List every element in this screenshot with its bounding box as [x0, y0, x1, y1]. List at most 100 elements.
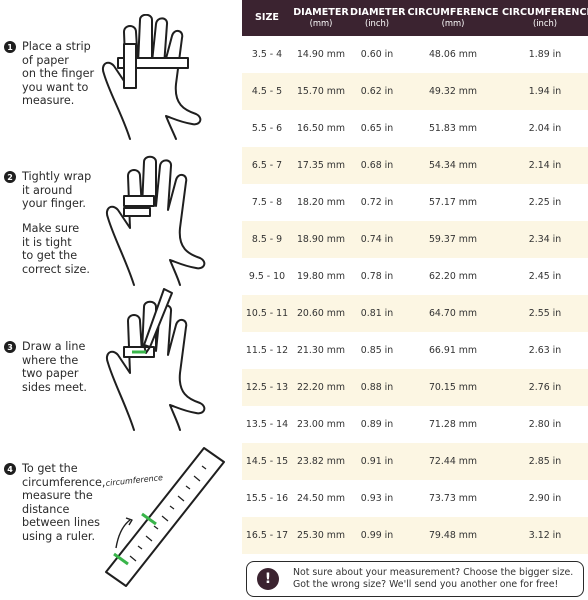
table-cell: 0.62 in	[360, 86, 394, 97]
table-row: 3.5 - 4 14.90 mm 0.60 in 48.06 mm 1.89 in	[242, 36, 588, 73]
table-cell: 14.90 mm	[296, 49, 346, 60]
table-cell: 2.90 in	[528, 493, 562, 504]
step-text: To get the circumference, measure the di…	[22, 462, 106, 543]
table-cell: 0.60 in	[360, 49, 394, 60]
hand-wrapped-finger-icon	[106, 155, 206, 286]
table-cell: 54.34 mm	[428, 160, 478, 171]
table-cell: 2.34 in	[528, 234, 562, 245]
table-cell: 2.04 in	[528, 123, 562, 134]
table-cell: 0.72 in	[360, 197, 394, 208]
step-text-secondary: Make sure it is tight to get the correct…	[22, 222, 90, 276]
table-cell: 71.28 mm	[428, 419, 478, 430]
table-cell: 18.90 mm	[296, 234, 346, 245]
ruler-icon: circumference	[105, 447, 225, 587]
table-cell: 2.63 in	[528, 345, 562, 356]
table-cell: 6.5 - 7	[251, 160, 283, 171]
table-cell: 3.12 in	[528, 530, 562, 541]
table-cell: 16.50 mm	[296, 123, 346, 134]
sizing-note: ! Not sure about your measurement? Choos…	[246, 561, 584, 597]
table-cell: 0.89 in	[360, 419, 394, 430]
table-cell: 51.83 mm	[428, 123, 478, 134]
note-line-1: Not sure about your measurement? Choose …	[293, 567, 574, 578]
table-cell: 0.78 in	[360, 271, 394, 282]
table-cell: 0.85 in	[360, 345, 394, 356]
table-row: 5.5 - 6 16.50 mm 0.65 in 51.83 mm 2.04 in	[242, 110, 588, 147]
table-row: 7.5 - 8 18.20 mm 0.72 in 57.17 mm 2.25 in	[242, 184, 588, 221]
table-cell: 62.20 mm	[428, 271, 478, 282]
table-cell: 19.80 mm	[296, 271, 346, 282]
table-cell: 16.5 - 17	[245, 530, 289, 541]
header-diameter-inch: DIAMETER (inch)	[350, 7, 406, 29]
table-cell: 2.85 in	[528, 456, 562, 467]
table-cell: 24.50 mm	[296, 493, 346, 504]
hand-marking-line-icon	[106, 288, 206, 431]
table-cell: 0.88 in	[360, 382, 394, 393]
step-number: 3	[4, 341, 16, 353]
table-cell: 2.45 in	[528, 271, 562, 282]
table-cell: 18.20 mm	[296, 197, 346, 208]
step-number: 2	[4, 171, 16, 183]
table-cell: 22.20 mm	[296, 382, 346, 393]
header-circumference-mm: CIRCUMFERENCE (mm)	[407, 7, 499, 29]
note-line-2: Got the wrong size? We'll send you anoth…	[293, 579, 559, 590]
table-cell: 0.81 in	[360, 308, 394, 319]
hand-paper-strip-icon	[102, 14, 202, 140]
step-number: 4	[4, 463, 16, 475]
table-cell: 15.5 - 16	[245, 493, 289, 504]
step-text: Tightly wrap it around your finger.	[22, 170, 92, 211]
table-cell: 2.76 in	[528, 382, 562, 393]
table-cell: 0.68 in	[360, 160, 394, 171]
table-cell: 20.60 mm	[296, 308, 346, 319]
table-cell: 48.06 mm	[428, 49, 478, 60]
table-cell: 0.99 in	[360, 530, 394, 541]
table-cell: 0.65 in	[360, 123, 394, 134]
table-cell: 13.5 - 14	[245, 419, 289, 430]
header-circumference-inch: CIRCUMFERENCE (inch)	[502, 7, 588, 29]
table-cell: 12.5 - 13	[245, 382, 289, 393]
table-cell: 49.32 mm	[428, 86, 478, 97]
exclamation-icon: !	[257, 568, 279, 590]
table-cell: 8.5 - 9	[251, 234, 283, 245]
instructions-column: 1 Place a strip of paper on the finger y…	[0, 0, 242, 600]
table-cell: 5.5 - 6	[251, 123, 283, 134]
table-cell: 2.55 in	[528, 308, 562, 319]
table-row: 9.5 - 10 19.80 mm 0.78 in 62.20 mm 2.45 in	[242, 258, 588, 295]
table-cell: 25.30 mm	[296, 530, 346, 541]
table-cell: 9.5 - 10	[248, 271, 286, 282]
table-cell: 79.48 mm	[428, 530, 478, 541]
table-cell: 17.35 mm	[296, 160, 346, 171]
table-cell: 21.30 mm	[296, 345, 346, 356]
table-cell: 73.73 mm	[428, 493, 478, 504]
step-text: Place a strip of paper on the finger you…	[22, 40, 95, 108]
table-cell: 64.70 mm	[428, 308, 478, 319]
table-cell: 57.17 mm	[428, 197, 478, 208]
table-cell: 72.44 mm	[428, 456, 478, 467]
table-cell: 66.91 mm	[428, 345, 478, 356]
table-cell: 7.5 - 8	[251, 197, 283, 208]
table-row: 11.5 - 12 21.30 mm 0.85 in 66.91 mm 2.63 in	[242, 332, 588, 369]
table-cell: 3.5 - 4	[251, 49, 283, 60]
table-cell: 2.25 in	[528, 197, 562, 208]
header-size: SIZE	[255, 12, 279, 23]
table-cell: 1.94 in	[528, 86, 562, 97]
step-text: Draw a line where the two paper sides me…	[22, 340, 87, 394]
table-cell: 14.5 - 15	[245, 456, 289, 467]
table-body: 3.5 - 4 14.90 mm 0.60 in 48.06 mm 1.89 in 4.5…	[242, 36, 588, 554]
table-cell: 0.91 in	[360, 456, 394, 467]
table-cell: 0.93 in	[360, 493, 394, 504]
table-header: SIZE DIAMETER (mm) DIAMETER (inch) CIRCU…	[242, 0, 588, 36]
table-cell: 4.5 - 5	[251, 86, 283, 97]
table-cell: 70.15 mm	[428, 382, 478, 393]
table-cell: 2.80 in	[528, 419, 562, 430]
ruler-label: circumference	[105, 473, 163, 488]
table-row: 12.5 - 13 22.20 mm 0.88 in 70.15 mm 2.76 in	[242, 369, 588, 406]
table-cell: 11.5 - 12	[245, 345, 289, 356]
table-cell: 1.89 in	[528, 49, 562, 60]
table-cell: 15.70 mm	[296, 86, 346, 97]
header-diameter-mm: DIAMETER (mm)	[293, 7, 349, 29]
note-text: Not sure about your measurement? Choose …	[293, 567, 573, 591]
